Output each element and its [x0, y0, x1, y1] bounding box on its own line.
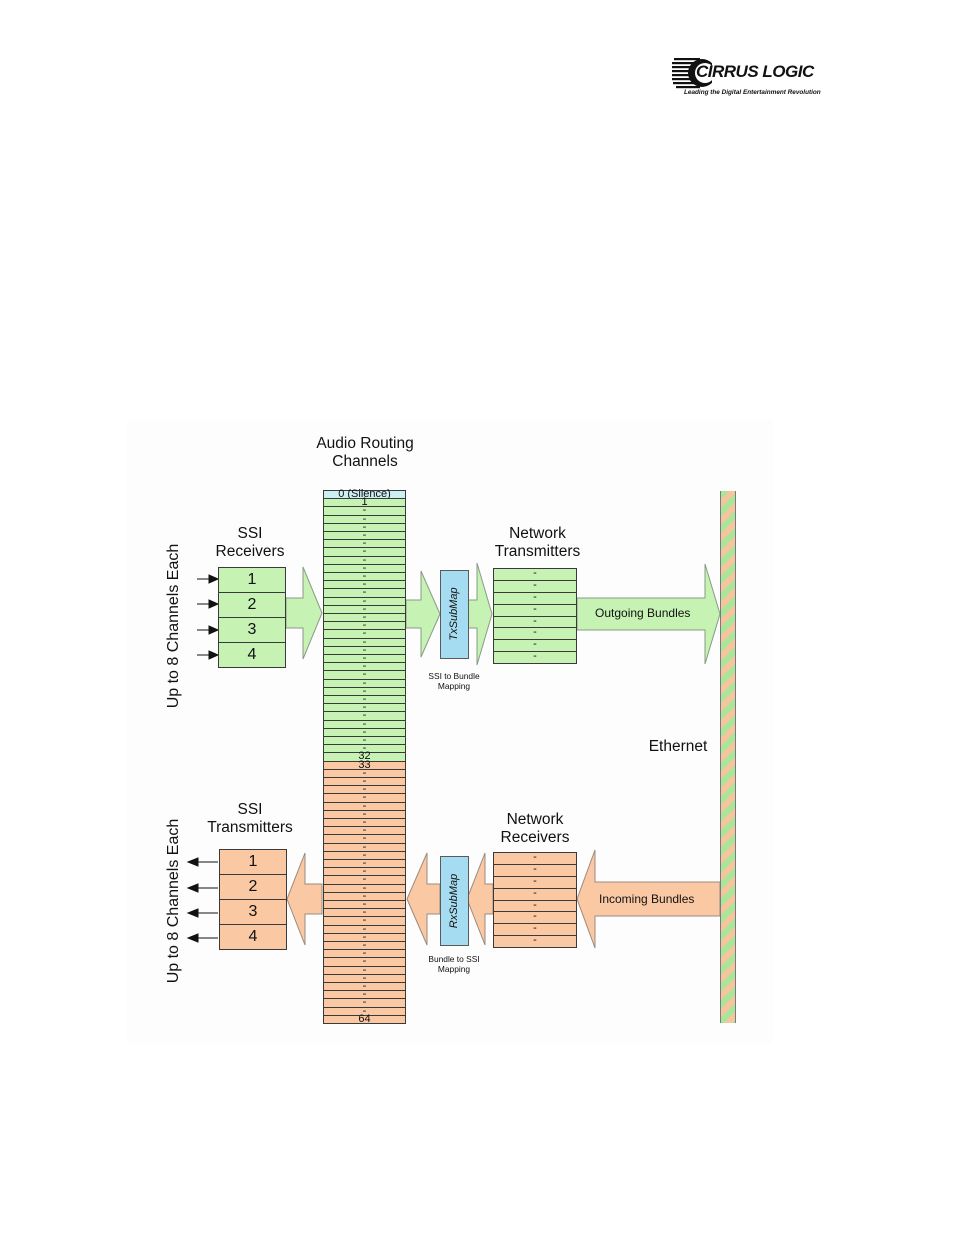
net-rx-row: -: [493, 935, 577, 948]
outgoing-bundles-label: Outgoing Bundles: [595, 606, 691, 620]
tx-mapping-caption: SSI to Bundle Mapping: [428, 671, 480, 691]
channel-row-64: 64: [323, 1013, 406, 1024]
ssi-receiver-1: 1: [218, 567, 286, 593]
ssi-receiver-3: 3: [218, 617, 286, 643]
logo-tagline: Leading the Digital Entertainment Revolu…: [684, 89, 821, 96]
rxsubmap-label: RxSubMap: [448, 873, 460, 929]
network-receivers-label: Network Receivers: [500, 811, 570, 846]
side-label-transmitters: Up to 8 Channels Each: [165, 818, 182, 984]
receivers-to-channels-arrow: [285, 566, 323, 660]
ssi-receiver-4: 4: [218, 642, 286, 668]
ssi-receivers-label: SSI Receivers: [215, 525, 285, 560]
logo-wordmark: CIRRUS LOGIC: [696, 62, 814, 81]
input-arrows: [197, 574, 220, 660]
ethernet-bus: [720, 491, 736, 1023]
txsubmap-label: TxSubMap: [448, 587, 460, 641]
routing-channels-title: Audio Routing Channels: [316, 435, 414, 470]
incoming-bundles-arrow: [576, 849, 721, 949]
ssi-transmitter-1: 1: [219, 849, 287, 875]
outgoing-bundles-arrow: [576, 563, 721, 665]
ssi-transmitter-3: 3: [219, 899, 287, 925]
ssi-transmitters-label: SSI Transmitters: [207, 801, 293, 836]
side-label-receivers: Up to 8 Channels Each: [165, 543, 182, 709]
incoming-bundles-label: Incoming Bundles: [599, 892, 695, 906]
rxsubmap-to-channels-arrow: [406, 852, 441, 946]
channels-to-txsubmap-arrow: [405, 570, 441, 658]
txsubmap-box: TxSubMap: [440, 570, 469, 659]
logo-mark-icon: [672, 58, 712, 89]
ssi-transmitter-4: 4: [219, 924, 287, 950]
rxsubmap-box: RxSubMap: [440, 856, 469, 946]
ethernet-label: Ethernet: [648, 738, 708, 755]
txsubmap-to-nettx-arrow: [466, 562, 493, 666]
cirrus-logic-logo: CIRRUS LOGIC Leading the Digital Enterta…: [672, 56, 822, 102]
rx-mapping-caption: Bundle to SSI Mapping: [428, 954, 480, 974]
ssi-transmitter-2: 2: [219, 874, 287, 900]
output-arrows: [186, 857, 218, 943]
network-transmitters-label: Network Transmitters: [494, 525, 581, 560]
channels-to-transmitters-arrow: [286, 852, 323, 946]
net-tx-row: -: [493, 651, 577, 664]
ssi-receiver-2: 2: [218, 592, 286, 618]
netrx-to-rxsubmap-arrow: [466, 852, 494, 946]
